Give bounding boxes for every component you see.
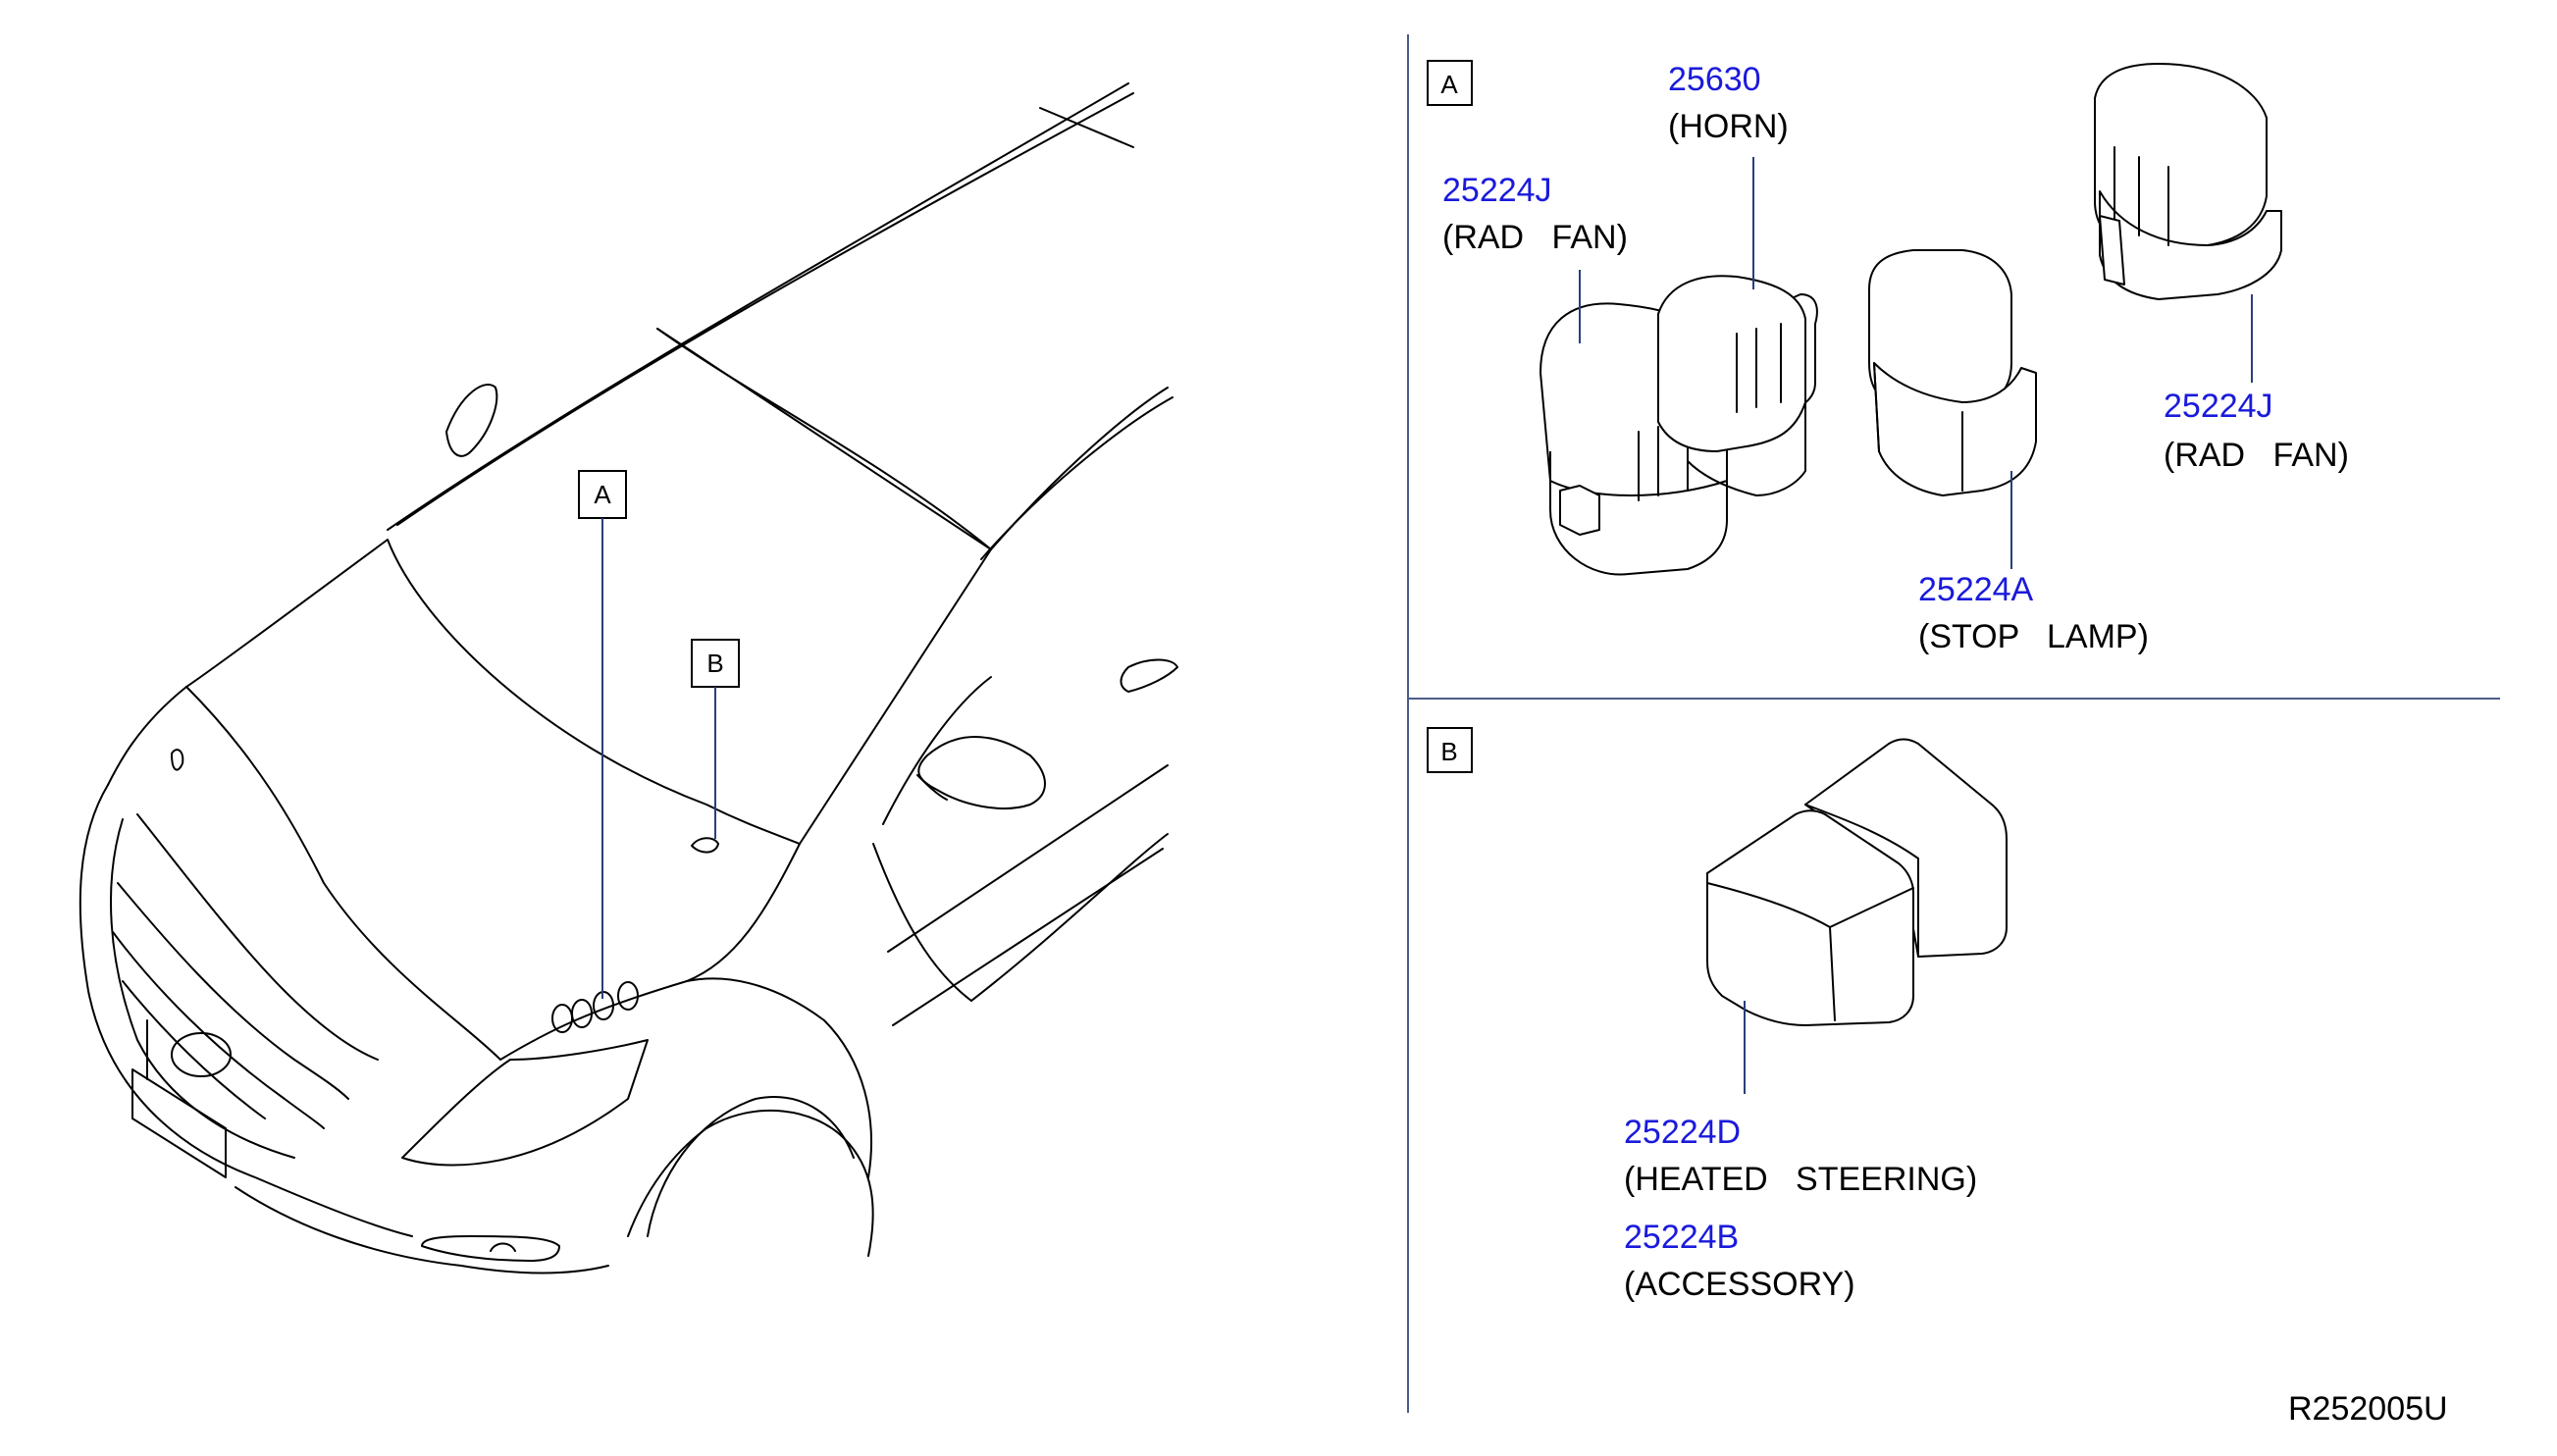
relay-rad-fan-right bbox=[2094, 63, 2282, 300]
reference-code: R252005U bbox=[2288, 1390, 2448, 1428]
relay-horn bbox=[1657, 275, 1806, 496]
part-number-25224d: 25224D bbox=[1624, 1114, 1741, 1151]
part-number-25224b: 25224B bbox=[1624, 1219, 1739, 1256]
part-number-25224j-left: 25224J bbox=[1442, 172, 1552, 209]
part-number-25630: 25630 bbox=[1668, 61, 1761, 98]
part-number-25224a: 25224A bbox=[1918, 571, 2034, 608]
panel-a-label: A bbox=[1440, 70, 1458, 99]
part-desc-rad-fan-left: (RAD FAN) bbox=[1442, 219, 1628, 256]
part-desc-accessory: (ACCESSORY) bbox=[1624, 1266, 1855, 1303]
callout-a-label: A bbox=[594, 480, 611, 509]
part-desc-rad-fan-right: (RAD FAN) bbox=[2164, 437, 2349, 474]
part-number-25224j-right: 25224J bbox=[2164, 388, 2273, 425]
panel-b: B 25224D (HEATED STEERING) 25224B (ACCES… bbox=[1427, 727, 2008, 1303]
callout-b-label: B bbox=[706, 649, 723, 678]
part-desc-horn: (HORN) bbox=[1668, 108, 1789, 145]
car-illustration bbox=[78, 82, 1178, 1274]
callout-b: B bbox=[691, 639, 740, 839]
part-desc-stop-lamp: (STOP LAMP) bbox=[1918, 618, 2149, 655]
panel-a: A bbox=[1427, 60, 2349, 655]
relay-stop-lamp bbox=[1868, 249, 2037, 496]
part-desc-heated-steering: (HEATED STEERING) bbox=[1624, 1161, 1977, 1198]
callout-a: A bbox=[578, 470, 627, 999]
panel-b-label: B bbox=[1440, 737, 1457, 766]
relay-block-heated-steering-accessory bbox=[1706, 738, 2008, 1026]
